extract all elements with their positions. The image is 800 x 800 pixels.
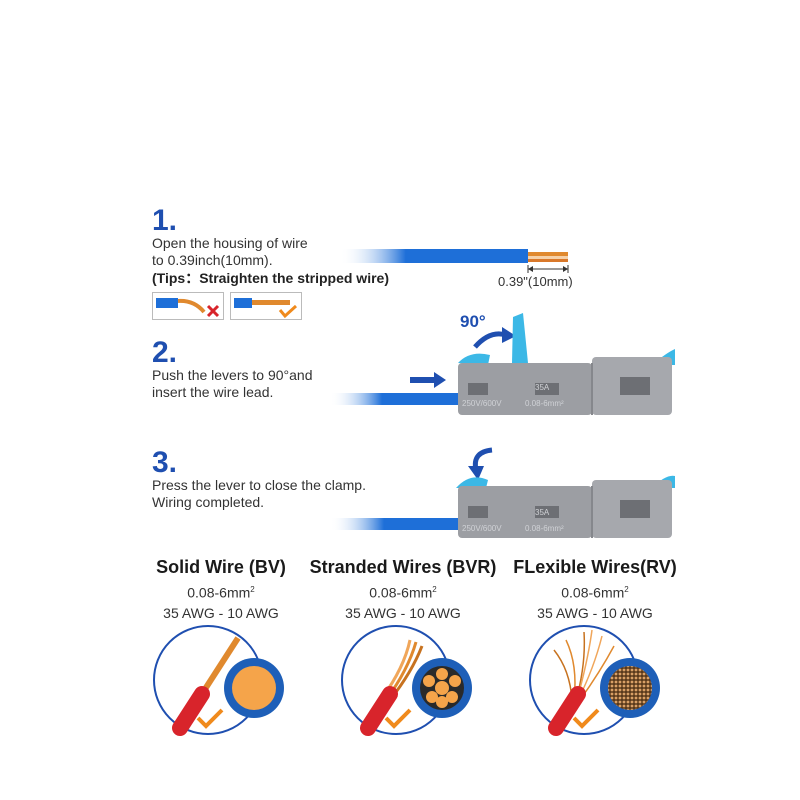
step-1-tip: (Tips：Straighten the stripped wire) xyxy=(152,270,389,286)
wire-type-spec-stranded: 0.08-6mm2 35 AWG - 10 AWG xyxy=(303,580,503,623)
connector-voltage-bottom: 250V/600V xyxy=(462,524,502,533)
step-1-line-2: to 0.39inch(10mm). xyxy=(152,252,273,268)
step-1-number: 1. xyxy=(152,204,178,237)
insert-arrow-icon xyxy=(410,372,446,388)
step-3-line-2: Wiring completed. xyxy=(152,494,265,510)
straight-wire-right-example xyxy=(230,292,302,320)
flexible-wire-illustration xyxy=(529,625,660,736)
wire-type-title-stranded: Stranded Wires (BVR) xyxy=(309,557,497,577)
wire-type-spec-flexible: 0.08-6mm2 35 AWG - 10 AWG xyxy=(495,580,695,623)
wire-type-title-solid: Solid Wire (BV) xyxy=(156,557,286,577)
step-3-number: 3. xyxy=(152,446,178,479)
wire-awg-stranded: 35 AWG - 10 AWG xyxy=(345,604,461,621)
connector-range-top: 0.08-6mm² xyxy=(525,399,564,408)
solid-wire-illustration xyxy=(153,625,284,736)
open-connector-graphic xyxy=(330,313,675,415)
wire-size-stranded: 0.08-6mm xyxy=(369,584,433,601)
step-2-number: 2. xyxy=(152,336,178,369)
step-2-line-1: Push the levers to 90°and xyxy=(152,367,313,383)
connector-rating-top: 35A xyxy=(535,383,550,392)
bent-wire-wrong-example xyxy=(152,292,224,320)
raised-lever xyxy=(512,313,528,363)
connector-voltage-top: 250V/600V xyxy=(462,399,502,408)
checkmark-icon xyxy=(278,304,298,319)
stranded-wire-illustration xyxy=(341,625,472,736)
connector-rating-bottom: 35A xyxy=(535,508,550,517)
angle-label: 90° xyxy=(460,312,486,331)
wire-size-sup-solid: 2 xyxy=(250,585,255,594)
wire-size-solid: 0.08-6mm xyxy=(187,584,251,601)
cross-icon xyxy=(206,304,220,318)
wire-type-title-flexible: FLexible Wires(RV) xyxy=(513,557,677,577)
stripped-wire-graphic xyxy=(340,249,569,273)
connector-range-bottom: 0.08-6mm² xyxy=(525,524,564,533)
closed-housing-left xyxy=(458,486,592,538)
wire-awg-solid: 35 AWG - 10 AWG xyxy=(163,604,279,621)
rotate-arrow-icon xyxy=(473,331,507,349)
wire-awg-flexible: 35 AWG - 10 AWG xyxy=(537,604,653,621)
strip-length-label: 0.39"(10mm) xyxy=(498,274,573,289)
step-3-text: Press the lever to close the clamp. Wiri… xyxy=(152,477,366,511)
step-3-line-1: Press the lever to close the clamp. xyxy=(152,477,366,493)
checkmark-icon xyxy=(572,708,600,729)
wire-size-sup-flexible: 2 xyxy=(624,585,629,594)
connector-housing-left xyxy=(458,363,592,415)
wire-size-sup-stranded: 2 xyxy=(432,585,437,594)
wire-type-spec-solid: 0.08-6mm2 35 AWG - 10 AWG xyxy=(121,580,321,623)
wire-size-flexible: 0.08-6mm xyxy=(561,584,625,601)
step-2-text: Push the levers to 90°and insert the wir… xyxy=(152,367,312,401)
step-1-line-1: Open the housing of wire xyxy=(152,235,308,251)
step-1-text: Open the housing of wire to 0.39inch(10m… xyxy=(152,235,308,269)
checkmark-icon xyxy=(196,708,224,729)
closed-connector-graphic xyxy=(330,447,675,538)
checkmark-icon xyxy=(384,708,412,729)
step-2-line-2: insert the wire lead. xyxy=(152,384,274,400)
